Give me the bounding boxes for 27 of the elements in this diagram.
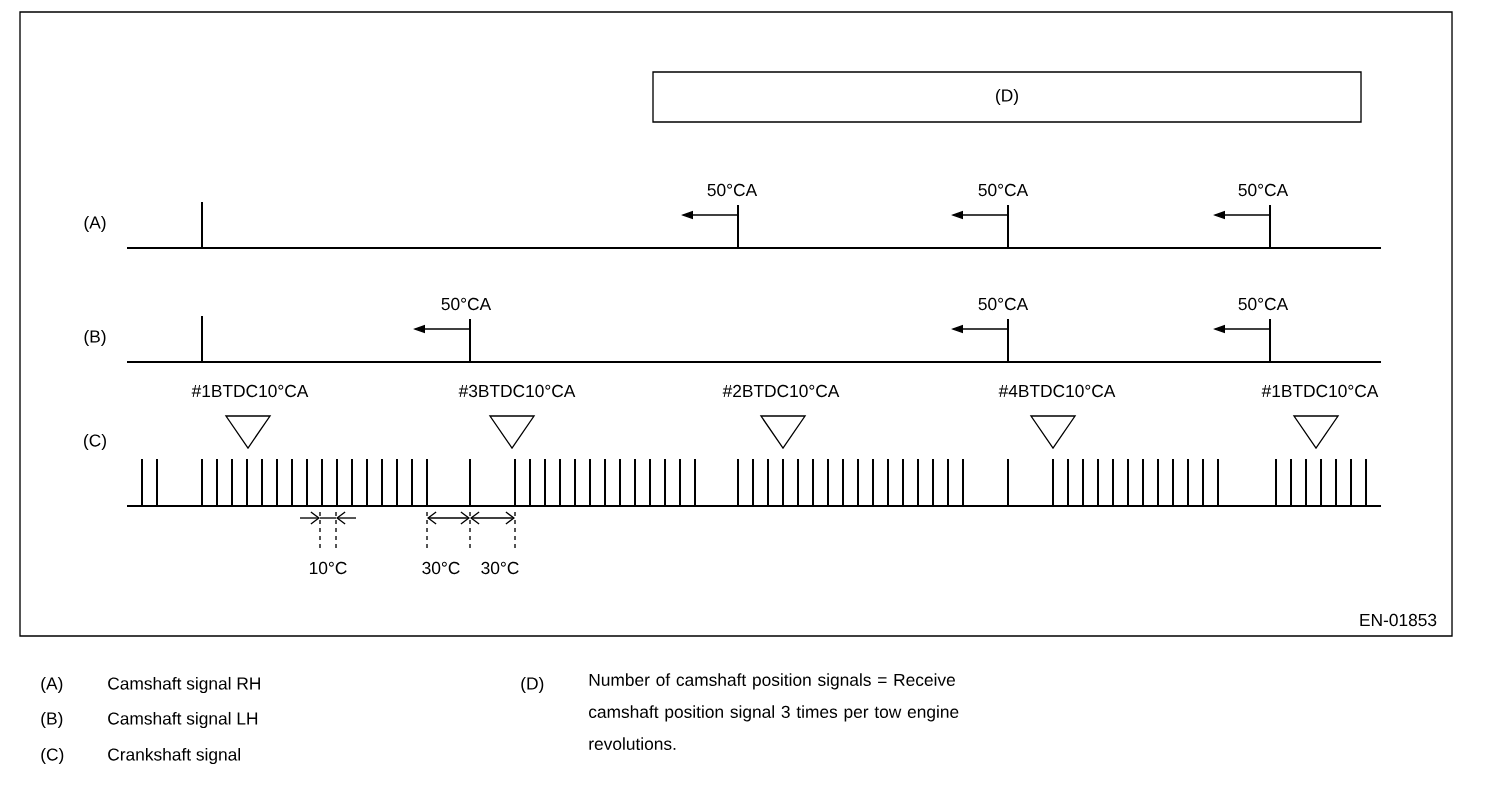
angle-label: 50°CA bbox=[441, 297, 492, 311]
key-text: Camshaft signal RH bbox=[108, 676, 260, 694]
figure-code: EN-01853 bbox=[1360, 613, 1437, 627]
key-letter: (B) bbox=[41, 711, 63, 729]
signal-label: (B) bbox=[84, 329, 106, 347]
angle-label: 50°CA bbox=[1238, 297, 1289, 311]
key-letter: (A) bbox=[41, 676, 63, 694]
dimension-label: 30°C bbox=[481, 561, 519, 575]
key-text: Crankshaft signal bbox=[108, 747, 240, 765]
signal-label: (C) bbox=[84, 433, 106, 451]
tdc-label: #1BTDC10°CA bbox=[191, 384, 309, 398]
dimension-label: 30°C bbox=[422, 561, 460, 575]
angle-label: 50°CA bbox=[707, 183, 758, 197]
tdc-label: #4BTDC10°CA bbox=[998, 384, 1116, 398]
dimension-label: 10°C bbox=[309, 561, 347, 575]
range-box: (D) bbox=[652, 71, 1362, 123]
angle-label: 50°CA bbox=[978, 297, 1029, 311]
tdc-label: #1BTDC10°CA bbox=[1261, 384, 1379, 398]
key-letter: (D) bbox=[521, 676, 544, 694]
key-letter: (C) bbox=[41, 747, 64, 765]
tdc-label: #2BTDC10°CA bbox=[722, 384, 840, 398]
tdc-label: #3BTDC10°CA bbox=[458, 384, 576, 398]
key-text: Camshaft signal LH bbox=[108, 711, 258, 729]
angle-label: 50°CA bbox=[978, 183, 1029, 197]
key-text: Number of camshaft position signals = Receive camshaft position signal 3 times per tow engine revolutions. bbox=[589, 673, 959, 750]
signal-label: (A) bbox=[84, 215, 106, 233]
angle-label: 50°CA bbox=[1238, 183, 1289, 197]
